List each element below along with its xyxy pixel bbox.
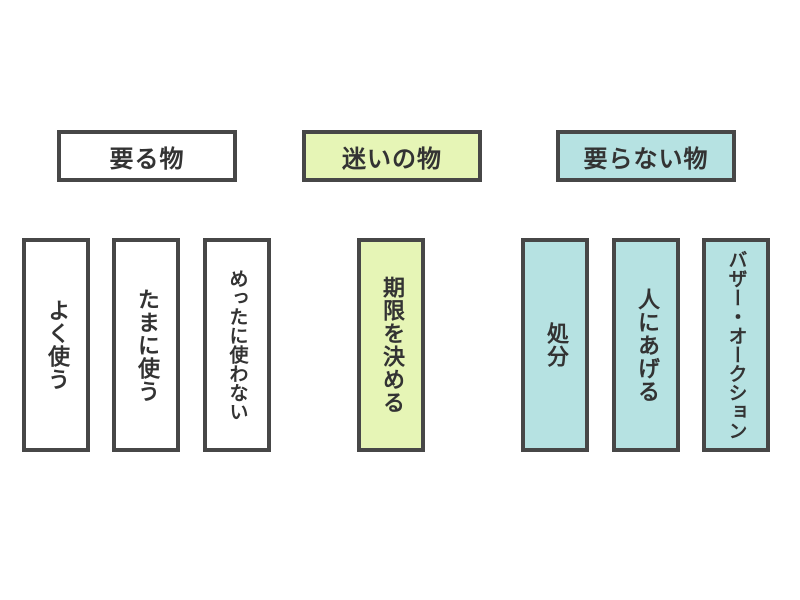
card-dispose-label: 処分 <box>543 322 568 368</box>
header-undecided-label: 迷いの物 <box>342 144 442 173</box>
header-unneeded-label: 要らない物 <box>583 144 709 173</box>
card-give-away: 人にあげる <box>612 238 680 452</box>
card-use-sometimes-label: たまに使う <box>134 287 159 403</box>
card-rarely-use: めったに使わない <box>203 238 271 452</box>
card-give-away-label: 人にあげる <box>634 287 659 403</box>
header-undecided: 迷いの物 <box>302 130 482 182</box>
card-rarely-use-label: めったに使わない <box>226 269 249 421</box>
card-set-deadline-label: 期限を決める <box>379 276 404 414</box>
card-set-deadline: 期限を決める <box>357 238 425 452</box>
header-needed: 要る物 <box>57 130 237 182</box>
card-bazaar-auction: バザー・オークション <box>702 238 770 452</box>
card-use-often: よく使う <box>22 238 90 452</box>
card-dispose: 処分 <box>521 238 589 452</box>
card-bazaar-auction-label: バザー・オークション <box>725 250 748 440</box>
header-unneeded: 要らない物 <box>556 130 736 182</box>
header-needed-label: 要る物 <box>109 144 185 173</box>
card-use-sometimes: たまに使う <box>112 238 180 452</box>
card-use-often-label: よく使う <box>44 299 69 391</box>
